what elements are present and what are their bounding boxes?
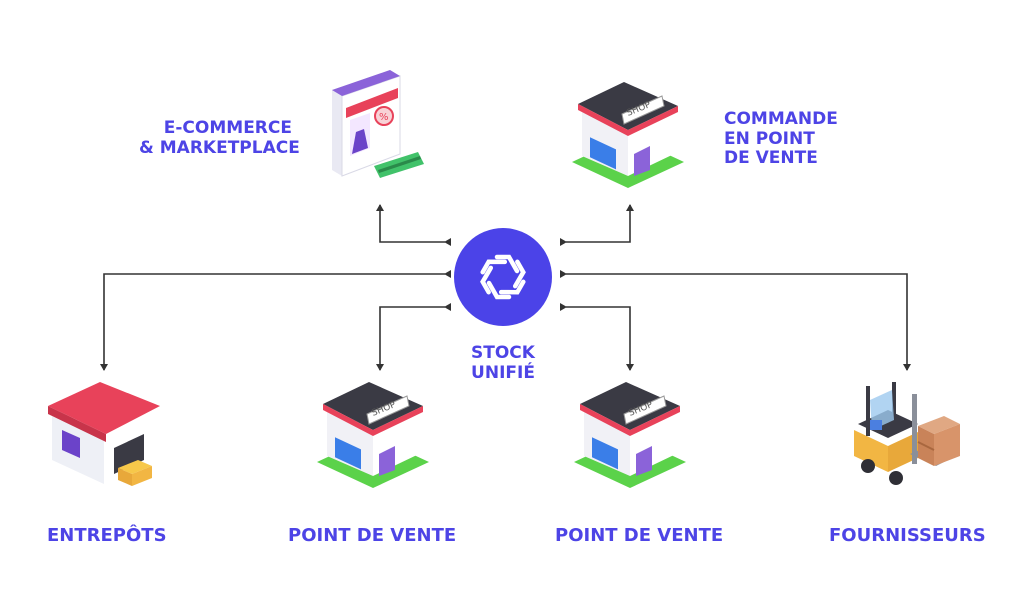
commande-label-line2: EN POINT bbox=[724, 128, 815, 149]
warehouse-icon bbox=[48, 382, 160, 486]
pdv1-label: POINT DE VENTE bbox=[288, 525, 457, 546]
arrow-ecommerce bbox=[376, 204, 451, 246]
ecommerce-label-line1: E-COMMERCE bbox=[163, 118, 292, 138]
arrow-entrepots bbox=[100, 270, 451, 371]
arrow-commande bbox=[560, 204, 634, 246]
hub-label-line2: UNIFIÉ bbox=[471, 362, 535, 383]
svg-text:%: % bbox=[379, 112, 389, 123]
commande-label-line1: COMMANDE bbox=[724, 109, 838, 129]
hub-label: STOCK UNIFIÉ bbox=[466, 343, 540, 383]
ecommerce-label-line2: & MARKETPLACE bbox=[139, 137, 300, 158]
arrow-pdv1 bbox=[376, 303, 451, 371]
shop-icon-pdv1: SHOP bbox=[317, 382, 429, 488]
entrepots-label: ENTREPÔTS bbox=[47, 525, 167, 546]
shop-icon-pdv2: SHOP bbox=[574, 382, 686, 488]
ecommerce-label: E-COMMERCE & MARKETPLACE bbox=[139, 118, 300, 158]
fournisseurs-label: FOURNISSEURS bbox=[829, 525, 986, 546]
asterisk-logo-icon bbox=[480, 254, 526, 300]
browser-shop-icon: % bbox=[332, 70, 424, 178]
shop-icon-commande: SHOP bbox=[572, 82, 684, 188]
forklift-icon bbox=[854, 382, 960, 485]
stock-hub-circle bbox=[454, 228, 552, 326]
pdv2-label: POINT DE VENTE bbox=[555, 525, 724, 546]
arrow-pdv2 bbox=[560, 303, 634, 371]
commande-label: COMMANDE EN POINT DE VENTE bbox=[724, 109, 854, 169]
arrow-fournisseurs bbox=[560, 270, 911, 371]
commande-label-line3: DE VENTE bbox=[724, 148, 818, 169]
hub-label-line1: STOCK bbox=[471, 343, 535, 363]
